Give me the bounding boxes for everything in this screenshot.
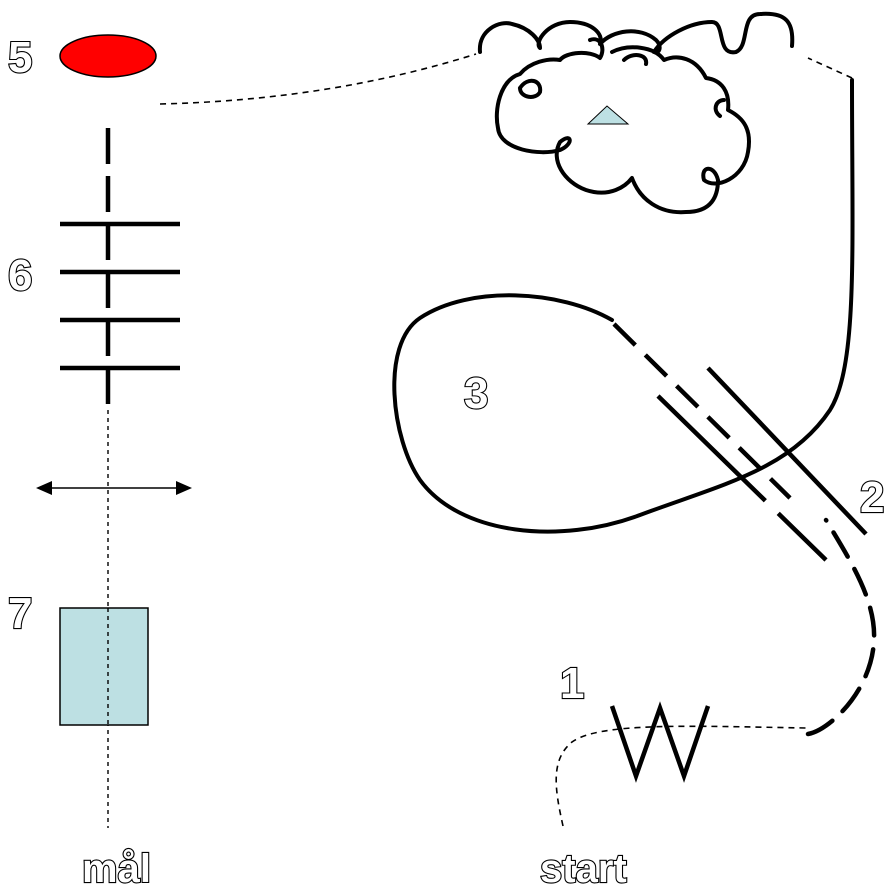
label-3: 3 — [464, 369, 488, 418]
cloud-obstacle — [477, 11, 795, 215]
connector-5-to-cloud — [159, 53, 477, 105]
label-2: 2 — [860, 473, 884, 522]
triangle-marker-icon — [586, 105, 630, 125]
obstacle-3-loop — [392, 78, 855, 534]
label-5: 5 — [8, 33, 32, 82]
label-6: 6 — [8, 251, 32, 300]
connector-right-to-cloud — [807, 57, 853, 79]
start-path — [555, 725, 807, 827]
label-start: start — [540, 847, 627, 890]
path-1-to-2 — [805, 517, 877, 737]
obstacle-5-red-disc — [59, 34, 157, 78]
label-goal: mål — [82, 847, 151, 890]
obstacle-2-line-c — [612, 322, 792, 500]
obstacle-7-box — [59, 607, 149, 726]
label-1: 1 — [560, 659, 584, 708]
label-7: 7 — [8, 589, 32, 638]
obstacle-1-w — [609, 701, 711, 783]
double-arrow-icon — [36, 481, 192, 495]
